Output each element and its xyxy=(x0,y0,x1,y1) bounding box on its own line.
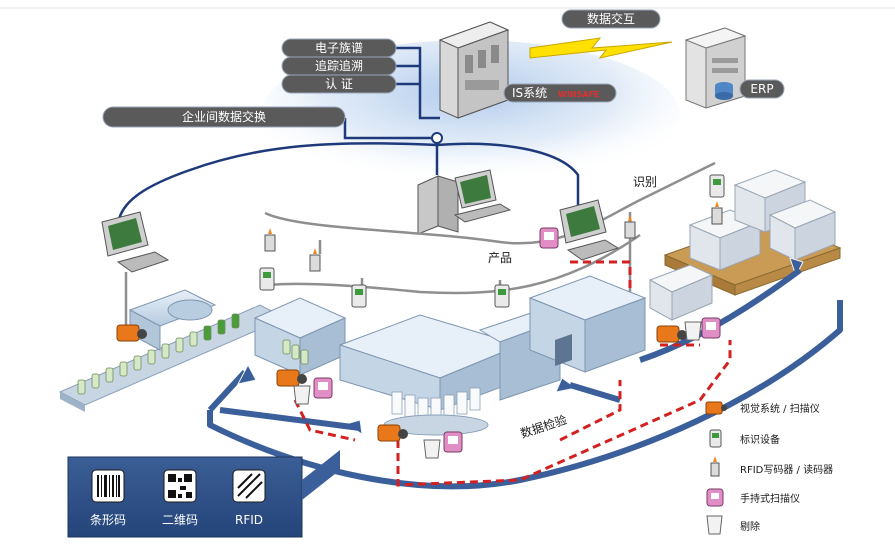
tag-is-system: IS系统 WINSAFE xyxy=(503,83,617,103)
bottles-row xyxy=(77,313,240,395)
network-hub-node xyxy=(431,132,443,144)
svg-text:视觉系统 / 扫描仪: 视觉系统 / 扫描仪 xyxy=(740,402,820,415)
svg-text:数据交互: 数据交互 xyxy=(587,11,635,26)
marking-devices xyxy=(259,174,725,308)
network-lines xyxy=(116,46,580,226)
tag-genealogy: 电子族谱 xyxy=(281,38,397,58)
svg-text:RFID写码器 / 读码器: RFID写码器 / 读码器 xyxy=(740,463,833,476)
legend-item-reject: 剔除 xyxy=(706,515,760,535)
handheld-scanner-icon xyxy=(701,317,721,339)
reject-paths xyxy=(293,260,732,487)
tag-auth: 认 证 xyxy=(281,74,397,94)
code-label-rfid: RFID xyxy=(235,513,263,527)
right-workstation-pc xyxy=(559,199,620,261)
is-system-server xyxy=(438,21,510,119)
camera-scanner-icon xyxy=(276,369,307,387)
reject-bin-icon xyxy=(423,439,441,459)
left-workstation-pc xyxy=(101,211,170,330)
handheld-scanner-icon xyxy=(539,227,559,249)
rfid-reader-icon xyxy=(624,215,636,239)
svg-text:手持式扫描仪: 手持式扫描仪 xyxy=(740,492,800,505)
rfid-reader-icon xyxy=(264,228,276,252)
legend-item-scanner: 视觉系统 / 扫描仪 xyxy=(705,401,820,415)
cartoning-machine-right xyxy=(528,275,647,373)
handheld-scanner-icon xyxy=(313,377,333,399)
handheld-scanners xyxy=(313,227,721,453)
central-pc xyxy=(417,169,512,235)
svg-text:电子族谱: 电子族谱 xyxy=(315,41,363,55)
svg-text:ERP: ERP xyxy=(750,82,773,96)
packaging-machine-center xyxy=(338,309,562,436)
code-label-barcode: 条形码 xyxy=(90,513,126,527)
tag-data-exchange: 数据交互 xyxy=(561,9,661,29)
lightning-bolt-icon xyxy=(529,37,673,59)
marking-device-icon xyxy=(259,267,275,291)
svg-text:追踪追溯: 追踪追溯 xyxy=(315,58,363,73)
rfid-readers xyxy=(264,201,723,272)
reject-bins xyxy=(293,321,702,459)
code-label-qrcode: 二维码 xyxy=(162,513,198,527)
reject-bin-icon xyxy=(684,321,702,341)
barcode-icon xyxy=(91,469,125,503)
svg-text:标识设备: 标识设备 xyxy=(740,433,780,446)
legend-item-marking: 标识设备 xyxy=(709,429,780,448)
rfid-reader-icon xyxy=(711,201,723,225)
marking-device-icon xyxy=(494,284,510,308)
flow-branch-left xyxy=(219,407,361,431)
camera-scanner-icon xyxy=(116,324,147,342)
legend-item-handheld: 手持式扫描仪 xyxy=(706,488,800,507)
reject-bin-icon xyxy=(293,385,311,405)
pallet-with-cartons xyxy=(648,169,842,321)
svg-text:企业间数据交换: 企业间数据交换 xyxy=(182,109,266,124)
legend: 视觉系统 / 扫描仪 标识设备 RFID写码器 / 读码器 手持式扫描仪 剔除 xyxy=(705,401,833,535)
flow-branch-mid xyxy=(569,382,621,403)
flow-branch-right xyxy=(639,267,802,363)
camera-scanner-icon xyxy=(656,325,687,343)
svg-text:认 证: 认 证 xyxy=(325,77,353,91)
vision-scanners xyxy=(116,324,687,442)
handheld-scanner-icon xyxy=(443,431,463,453)
tag-enterprise-exchange: 企业间数据交换 xyxy=(102,106,346,128)
label-product: 产品 xyxy=(488,251,512,265)
marking-device-icon xyxy=(709,174,725,198)
rfid-reader-icon xyxy=(309,248,321,272)
tag-trace: 追踪追溯 xyxy=(281,56,397,76)
svg-text:剔除: 剔除 xyxy=(740,520,760,533)
camera-scanner-icon xyxy=(377,424,408,442)
erp-server xyxy=(684,27,747,109)
tag-erp: ERP xyxy=(739,79,785,99)
rfid-tag-icon xyxy=(232,469,266,503)
winsafe-logo: WINSAFE xyxy=(558,90,599,99)
label-data-check: 数据检验 xyxy=(518,412,568,441)
label-identify: 识别 xyxy=(633,175,657,189)
code-types-panel: 条形码 二维码 RFID xyxy=(67,450,340,538)
qrcode-icon xyxy=(163,469,197,503)
legend-item-rfid: RFID写码器 / 读码器 xyxy=(710,456,833,477)
svg-text:IS系统: IS系统 xyxy=(512,86,547,100)
marking-device-icon xyxy=(351,284,367,308)
